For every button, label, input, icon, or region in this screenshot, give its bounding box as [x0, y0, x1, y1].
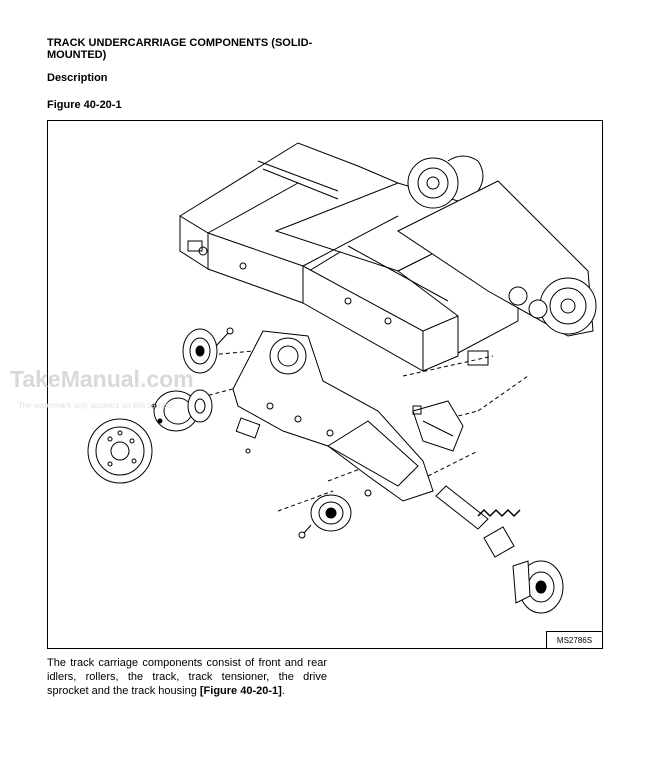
description-end: . — [281, 685, 285, 697]
figure-box: MS2786S — [47, 120, 603, 649]
figure-label: Figure 40-20-1 — [47, 99, 122, 111]
front-idler — [182, 327, 234, 374]
description-text: The track carriage components consist of… — [47, 657, 327, 697]
bottom-roller — [298, 489, 372, 539]
watermark-subtitle: The watermark only appears on this sampl… — [18, 401, 174, 410]
undercarriage-illustration — [87, 142, 597, 614]
drive-hub — [151, 389, 213, 432]
tensioner-bracket — [412, 400, 464, 452]
description-subheading: Description — [47, 72, 108, 84]
mounted-track-assembly — [397, 155, 597, 337]
watermark-title: TakeManual.com — [10, 366, 194, 392]
track-housing — [232, 330, 434, 502]
figure-reference: [Figure 40-20-1] — [199, 685, 282, 697]
track-tensioner — [435, 485, 521, 558]
drive-sprocket — [87, 418, 153, 484]
rear-idler — [512, 560, 564, 614]
section-heading: TRACK UNDERCARRIAGE COMPONENTS (SOLID-MO… — [47, 37, 313, 61]
description-paragraph: The track carriage components consist of… — [47, 656, 327, 698]
figure-code: MS2786S — [546, 631, 602, 648]
